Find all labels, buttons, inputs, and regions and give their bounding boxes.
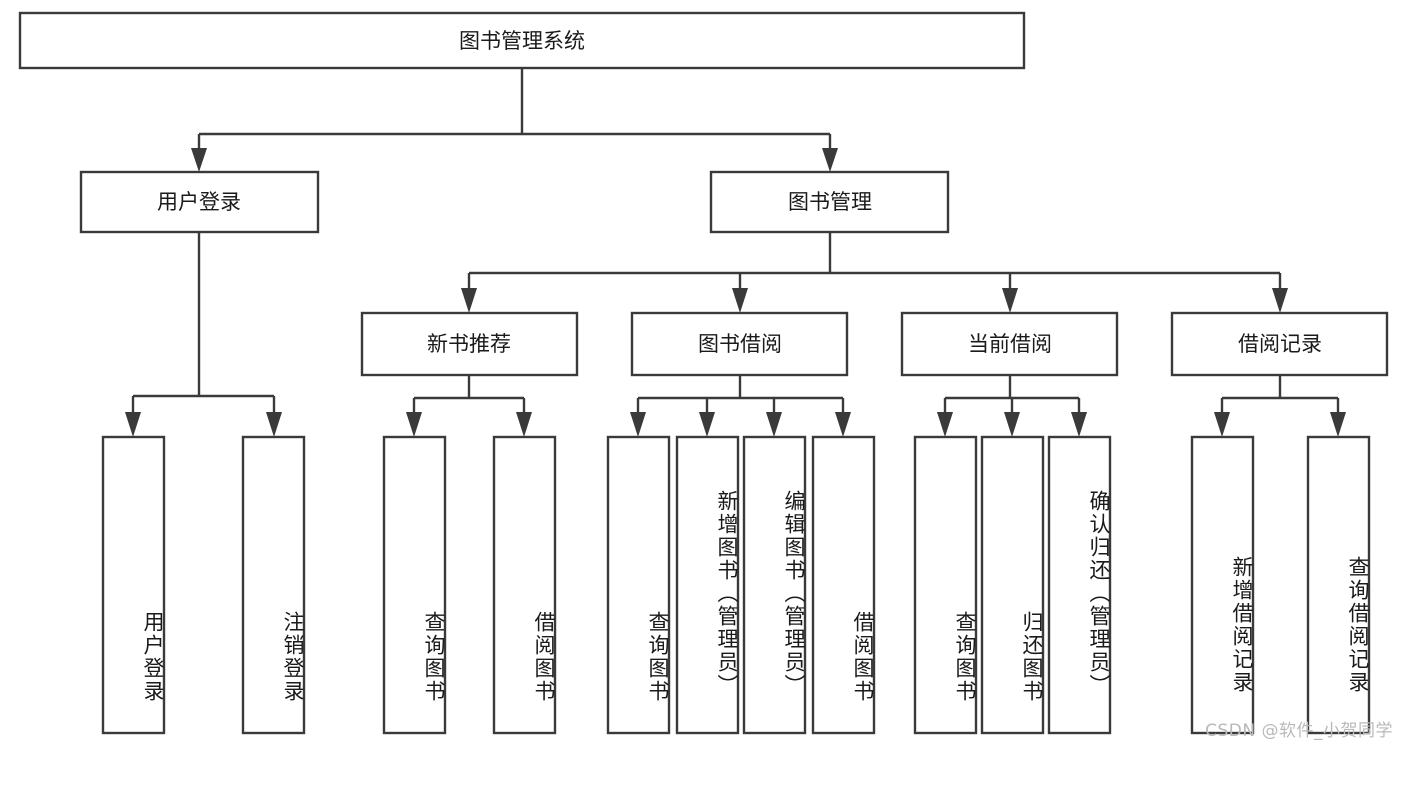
node-box-leaf-query-book-1[interactable] bbox=[382, 435, 447, 735]
arrowhead-leaf-return-book bbox=[1004, 412, 1020, 437]
node-box-leaf-return-book[interactable] bbox=[980, 435, 1045, 735]
arrowhead-leaf-edit-book bbox=[766, 412, 782, 437]
node-box-leaf-borrow-book-1[interactable] bbox=[492, 435, 557, 735]
node-box-leaf-borrow-book-2[interactable] bbox=[811, 435, 876, 735]
node-box-new-book-recommend[interactable] bbox=[360, 311, 579, 377]
flowchart-canvas: 图书管理系统 用户登录 图书管理 新书推荐 图书借阅 当前借阅 借阅记录 bbox=[18, 11, 1393, 741]
node-box-leaf-add-book[interactable] bbox=[675, 435, 740, 735]
node-box-leaf-edit-book[interactable] bbox=[742, 435, 807, 735]
node-label-current-borrow: 当前借阅 bbox=[968, 332, 1052, 356]
node-label-borrow-record: 借阅记录 bbox=[1238, 332, 1322, 356]
node-box-borrow-record[interactable] bbox=[1170, 311, 1389, 377]
node-box-book-manage[interactable] bbox=[709, 170, 950, 234]
node-box-leaf-add-record[interactable] bbox=[1190, 435, 1255, 735]
node-box-user-login[interactable] bbox=[79, 170, 320, 234]
arrowhead-leaf-query-record bbox=[1330, 412, 1346, 437]
arrowhead-current-borrow bbox=[1002, 288, 1018, 313]
arrowhead-leaf-borrow-book-2 bbox=[835, 412, 851, 437]
node-box-current-borrow[interactable] bbox=[900, 311, 1119, 377]
arrowhead-leaf-query-book-1 bbox=[406, 412, 422, 437]
arrowhead-leaf-user-logout bbox=[266, 412, 282, 437]
arrowhead-leaf-add-book bbox=[699, 412, 715, 437]
arrowhead-leaf-confirm-return bbox=[1071, 412, 1087, 437]
arrowhead-leaf-user-login bbox=[125, 412, 141, 437]
flowchart-svg: 图书管理系统 用户登录 图书管理 新书推荐 图书借阅 当前借阅 借阅记录 bbox=[18, 11, 1389, 735]
node-box-leaf-user-login[interactable] bbox=[101, 435, 166, 735]
arrowhead-book-borrow bbox=[732, 288, 748, 313]
node-box-leaf-query-record[interactable] bbox=[1306, 435, 1371, 735]
watermark-text: CSDN @软件_小贺同学 bbox=[1205, 721, 1393, 741]
node-box-leaf-user-logout[interactable] bbox=[241, 435, 306, 735]
node-label-user-login: 用户登录 bbox=[157, 190, 241, 214]
arrowhead-new-book bbox=[461, 288, 477, 313]
node-box-book-borrow[interactable] bbox=[630, 311, 849, 377]
arrowhead-user-login bbox=[191, 148, 207, 172]
arrowhead-leaf-query-book-3 bbox=[937, 412, 953, 437]
node-box-leaf-query-book-2[interactable] bbox=[606, 435, 671, 735]
node-box-leaf-query-book-3[interactable] bbox=[913, 435, 978, 735]
node-label-book-borrow: 图书借阅 bbox=[698, 332, 782, 356]
node-label-book-manage: 图书管理 bbox=[788, 190, 872, 214]
arrowhead-borrow-record bbox=[1272, 288, 1288, 313]
arrowhead-leaf-add-record bbox=[1214, 412, 1230, 437]
arrowhead-leaf-query-book-2 bbox=[630, 412, 646, 437]
node-box-leaf-confirm-return[interactable] bbox=[1047, 435, 1112, 735]
arrowhead-book-manage bbox=[822, 148, 838, 172]
node-label-root: 图书管理系统 bbox=[459, 29, 585, 53]
arrowhead-leaf-borrow-book-1 bbox=[516, 412, 532, 437]
node-label-new-book-recommend: 新书推荐 bbox=[427, 332, 511, 356]
arrowhead-layer bbox=[125, 148, 1346, 437]
node-layer: 图书管理系统 用户登录 图书管理 新书推荐 图书借阅 当前借阅 借阅记录 bbox=[18, 11, 1389, 735]
node-box-root[interactable] bbox=[18, 11, 1026, 70]
